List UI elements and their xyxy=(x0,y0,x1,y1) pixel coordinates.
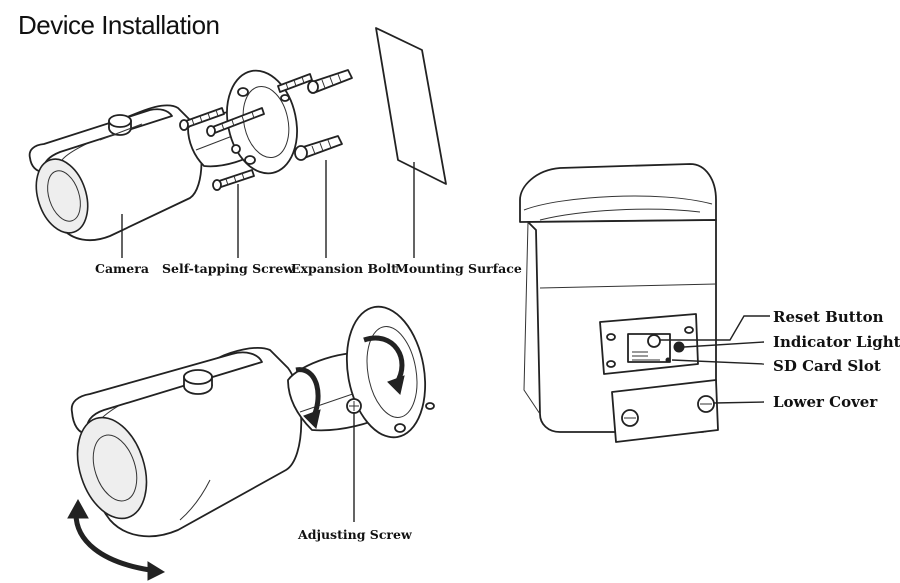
label-lower-cover: Lower Cover xyxy=(773,393,878,411)
label-sd-card-slot: SD Card Slot xyxy=(773,357,881,375)
page-title: Device Installation xyxy=(18,10,220,40)
camera-rear-view xyxy=(519,163,719,443)
label-indicator-light: Indicator Light xyxy=(773,333,900,351)
label-expansion-bolt: Expansion Bolt xyxy=(291,261,397,276)
label-mounting-surface: Mounting Surface xyxy=(395,261,522,276)
label-camera: Camera xyxy=(95,261,149,276)
mounting-surface-panel xyxy=(375,27,447,185)
label-adjusting-screw: Adjusting Screw xyxy=(297,527,413,542)
expansion-bolts xyxy=(294,69,353,161)
self-tapping-screws xyxy=(179,73,313,191)
label-self-tapping-screw: Self-tapping Screw xyxy=(162,261,295,276)
label-reset-button: Reset Button xyxy=(773,308,884,326)
camera-adjust-view xyxy=(67,305,435,581)
camera-exploded-view xyxy=(28,69,298,242)
